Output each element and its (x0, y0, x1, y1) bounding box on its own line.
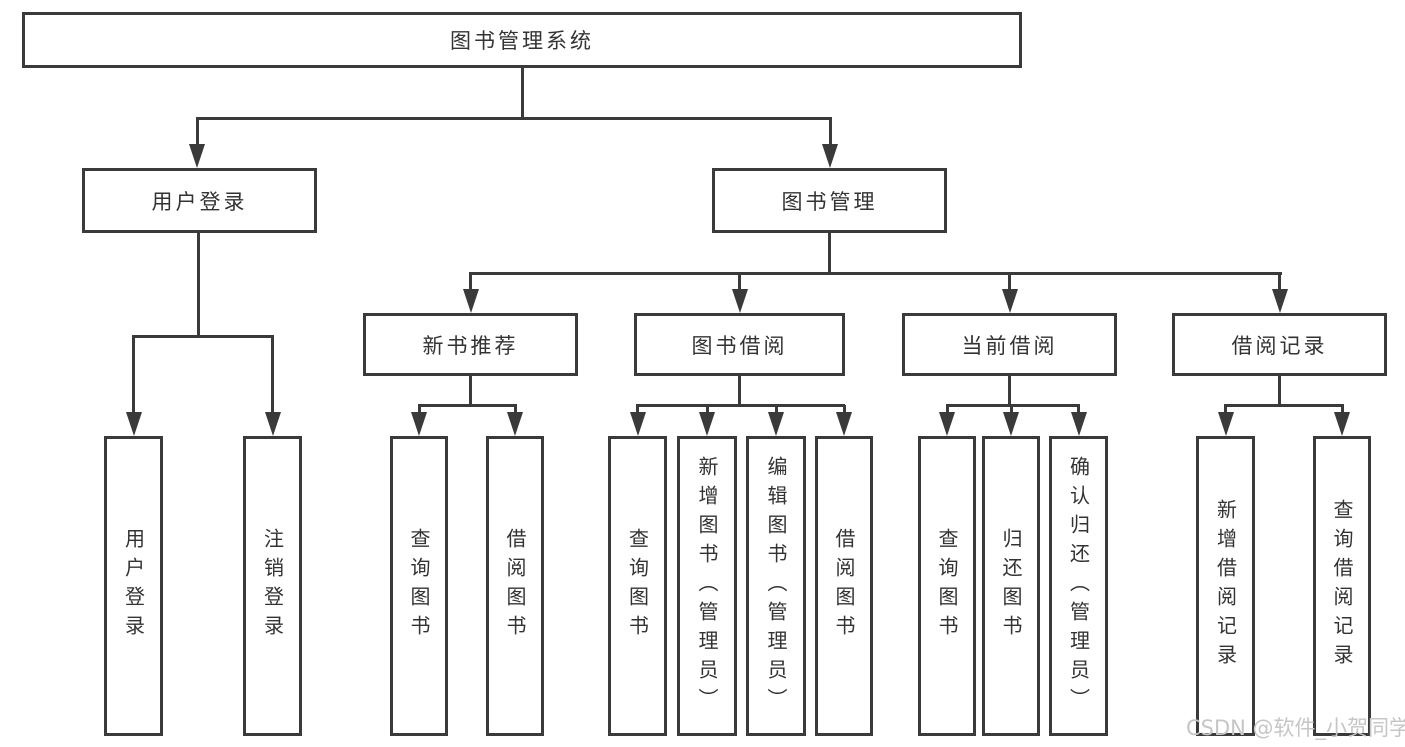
connector-line (774, 405, 778, 417)
leaf-add-borrow-record: 新增借阅记录 (1196, 436, 1255, 736)
connector-line (1008, 273, 1011, 293)
leaf-label: 归还图书 (999, 528, 1023, 644)
connector-line (1009, 405, 1013, 417)
leaf-label: 编辑图书（管理员） (764, 455, 788, 717)
connector-line (469, 376, 472, 407)
connector-line (828, 233, 831, 275)
arrow-down-icon (1001, 289, 1018, 313)
arrow-down-icon (1003, 412, 1019, 436)
connector-line (513, 405, 517, 417)
leaf-add-books-admin: 新增图书（管理员） (677, 436, 737, 736)
arrow-down-icon (411, 412, 427, 436)
connector-line (468, 271, 1282, 275)
arrow-down-icon (1271, 289, 1288, 313)
leaf-label: 注销登录 (260, 528, 285, 644)
connector-line (469, 273, 472, 293)
arrow-down-icon (768, 412, 784, 436)
leaf-return-books: 归还图书 (982, 436, 1040, 736)
connector-line (1224, 405, 1227, 417)
leaf-label: 借阅图书 (832, 528, 856, 644)
connector-line (132, 336, 135, 416)
arrow-down-icon (836, 412, 852, 436)
arrow-down-icon (629, 412, 646, 436)
leaf-confirm-return-admin: 确认归还（管理员） (1049, 436, 1108, 736)
node-borrow-records: 借阅记录 (1172, 313, 1387, 376)
leaf-query-books-2: 查询图书 (608, 436, 667, 736)
leaf-label: 查询图书 (407, 528, 431, 644)
node-book-borrow: 图书借阅 (634, 313, 845, 376)
connector-line (705, 405, 709, 417)
leaf-label: 确认归还（管理员） (1066, 455, 1091, 717)
connector-line (196, 233, 200, 338)
leaf-label: 用户登录 (121, 528, 146, 644)
connector-line (636, 403, 845, 407)
arrow-down-icon (264, 412, 281, 436)
node-current-borrow: 当前借阅 (902, 313, 1117, 376)
node-book-borrow-label: 图书借阅 (691, 333, 788, 358)
arrow-down-icon (731, 289, 748, 313)
leaf-borrow-books-1: 借阅图书 (486, 436, 544, 736)
connector-line (1008, 376, 1011, 407)
leaf-query-books-3: 查询图书 (918, 436, 976, 736)
connector-line (520, 68, 524, 118)
node-book-mgmt-label: 图书管理 (781, 189, 878, 214)
connector-line (271, 336, 274, 416)
leaf-label: 查询借阅记录 (1330, 499, 1354, 673)
connector-line (636, 405, 639, 417)
connector-line (195, 118, 199, 148)
node-book-mgmt: 图书管理 (712, 168, 947, 233)
node-root-label: 图书管理系统 (450, 29, 594, 53)
leaf-label: 新增借阅记录 (1213, 499, 1238, 673)
arrow-down-icon (1070, 412, 1087, 436)
leaf-label: 借阅图书 (503, 528, 527, 644)
connector-line (828, 118, 832, 148)
leaf-edit-books-admin: 编辑图书（管理员） (746, 436, 806, 736)
connector-line (1340, 405, 1344, 417)
arrow-down-icon (189, 144, 205, 168)
arrow-down-icon (1217, 412, 1234, 436)
connector-line (945, 405, 949, 417)
connector-line (738, 273, 741, 293)
arrow-down-icon (939, 412, 955, 436)
node-borrow-records-label: 借阅记录 (1231, 333, 1328, 358)
arrow-down-icon (699, 412, 715, 436)
node-new-books: 新书推荐 (363, 313, 578, 376)
connector-line (132, 334, 274, 338)
arrow-down-icon (462, 289, 479, 313)
node-current-borrow-label: 当前借阅 (961, 333, 1058, 358)
leaf-label: 查询图书 (935, 528, 959, 644)
arrow-down-icon (507, 412, 523, 436)
connector-line (417, 403, 517, 407)
arrow-down-icon (125, 412, 142, 436)
arrow-down-icon (1334, 412, 1350, 436)
connector-line (1077, 405, 1080, 417)
connector-line (1278, 376, 1281, 407)
leaf-logout: 注销登录 (243, 436, 302, 736)
connector-line (417, 405, 421, 417)
node-user-login-label: 用户登录 (151, 189, 248, 214)
leaf-query-borrow-record: 查询借阅记录 (1313, 436, 1371, 736)
node-user-login: 用户登录 (82, 168, 317, 233)
connector-line (195, 116, 832, 120)
leaf-label: 新增图书（管理员） (695, 455, 719, 717)
connector-line (738, 376, 741, 407)
connector-line (1278, 273, 1281, 293)
node-root-system: 图书管理系统 (22, 12, 1022, 68)
leaf-label: 查询图书 (625, 528, 650, 644)
leaf-borrow-books-2: 借阅图书 (815, 436, 873, 736)
leaf-query-books-1: 查询图书 (390, 436, 448, 736)
arrow-down-icon (822, 144, 838, 168)
csdn-watermark: CSDN @软件_小贺同学 (1186, 716, 1405, 740)
node-new-books-label: 新书推荐 (422, 333, 519, 358)
leaf-user-login: 用户登录 (104, 436, 163, 736)
connector-line (1224, 403, 1344, 407)
connector-line (945, 403, 1080, 407)
connector-line (842, 405, 846, 417)
